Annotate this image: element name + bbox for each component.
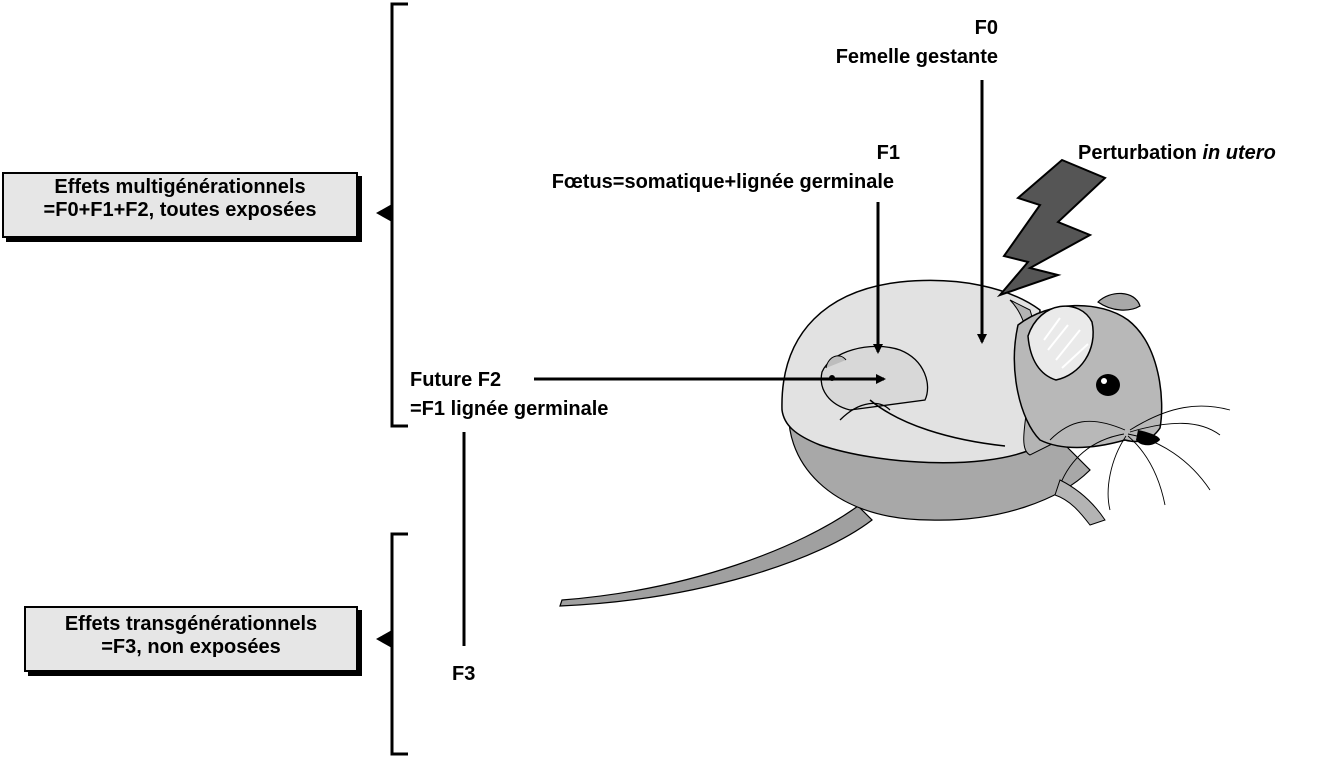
transgenerational-effects-box: Effets transgénérationnels =F3, non expo… [24,606,358,672]
transgenerational-line2: =F3, non exposées [101,636,281,658]
mouse-ear-fur [1043,317,1089,369]
f0-title: F0 [974,17,998,39]
mouse-eye [1096,374,1120,396]
perturbation-italic: in utero [1202,142,1276,164]
transgenerational-bracket-pointer [376,630,392,648]
future-f2-subtitle: =F1 lignée germinale [410,398,609,420]
mouse-front-foot [1054,479,1106,526]
future-f2-title: Future F2 [410,369,502,391]
mouse-back-ear [1097,292,1141,311]
multigenerational-effects-box: Effets multigénérationnels =F0+F1+F2, to… [2,172,358,238]
f1-subtitle: Fœtus=somatique+lignée germinale [551,171,894,193]
perturbation-label: Perturbation in utero [1078,142,1276,164]
perturbation-main: Perturbation [1078,142,1203,164]
multigenerational-line1: Effets multigénérationnels [54,176,306,198]
transgenerational-bracket [390,532,408,756]
f3-label: F3 [452,663,476,685]
mouse-tail [559,505,873,607]
mouse-front-ear [1027,305,1094,381]
multigenerational-bracket-pointer [376,204,392,222]
mouse-nose [1136,430,1160,446]
multigenerational-bracket [390,2,408,428]
lightning-bolt [996,158,1107,298]
f0-subtitle: Femelle gestante [835,46,998,68]
transgenerational-line1: Effets transgénérationnels [64,613,318,635]
multigenerational-line2: =F0+F1+F2, toutes exposées [43,199,317,221]
mouse-eye-highlight [1101,378,1107,384]
f1-title: F1 [876,142,900,164]
mouse-whiskers [1049,405,1231,511]
